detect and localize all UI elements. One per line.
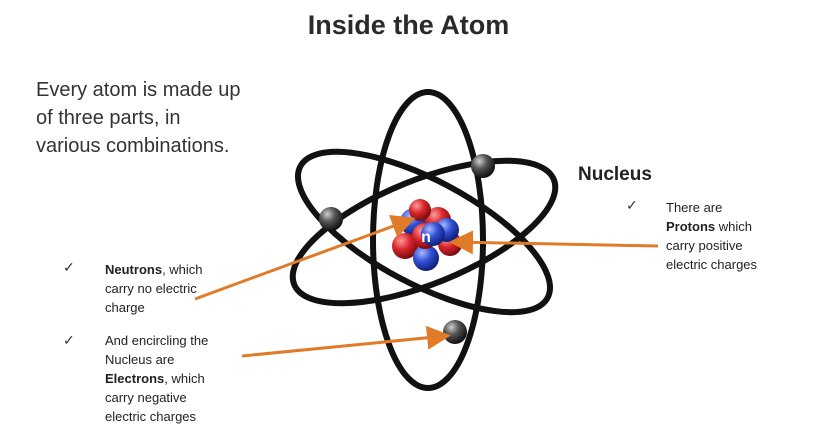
proton-arrow <box>449 230 659 255</box>
neutron-arrow <box>194 214 416 301</box>
intro-line: various combinations. <box>36 135 230 157</box>
orbit-diagonal-a <box>294 148 554 316</box>
neutron <box>421 222 445 246</box>
electrons-note-line: Nucleus are <box>105 352 175 367</box>
electrons-note-line: electric charges <box>105 409 197 424</box>
electron <box>471 154 495 178</box>
check-icon: ✓ <box>63 332 75 348</box>
orbit-diagonal-b <box>289 157 559 307</box>
protons-note-line: Protons which <box>666 219 752 234</box>
check-icon: ✓ <box>63 259 75 275</box>
protons-note-line: There are <box>666 200 723 215</box>
intro-line: of three parts, in <box>36 107 181 129</box>
electrons-note: And encircling the Nucleus are Electrons… <box>105 331 275 426</box>
nucleus-heading: Nucleus <box>578 164 652 185</box>
diagram-title: Inside the Atom <box>307 10 510 40</box>
intro-text: Every atom is made up of three parts, in… <box>36 76 316 160</box>
protons-term: Protons <box>666 219 716 234</box>
check-icon: ✓ <box>626 197 638 213</box>
neutrons-term: Neutrons <box>105 262 163 277</box>
proton <box>392 233 418 259</box>
nucleus-label: n <box>421 229 431 246</box>
protons-note: There are Protons which carry positive e… <box>666 198 816 274</box>
neutrons-note-line: carry no electric <box>105 281 197 296</box>
intro-line: Every atom is made up <box>36 79 241 101</box>
orbit-vertical <box>370 89 486 391</box>
electrons-note-line: Electrons, which <box>105 371 205 386</box>
protons-note-line: carry positive <box>666 238 743 253</box>
nucleus: n <box>392 199 462 271</box>
protons-note-line: electric charges <box>666 257 758 272</box>
electron <box>443 320 467 344</box>
proton <box>409 199 431 221</box>
orbits <box>289 89 559 391</box>
electrons-note-line: carry negative <box>105 390 187 405</box>
electrons-note-line: And encircling the <box>105 333 209 348</box>
arrows <box>194 214 659 358</box>
electrons-term: Electrons <box>105 371 165 386</box>
electron <box>319 207 343 231</box>
neutrons-note: Neutrons, which carry no electric charge <box>105 260 275 317</box>
neutrons-note-line: Neutrons, which <box>105 262 203 277</box>
neutrons-note-line: charge <box>105 300 145 315</box>
electron-arrow <box>241 325 451 358</box>
neutron <box>413 245 439 271</box>
